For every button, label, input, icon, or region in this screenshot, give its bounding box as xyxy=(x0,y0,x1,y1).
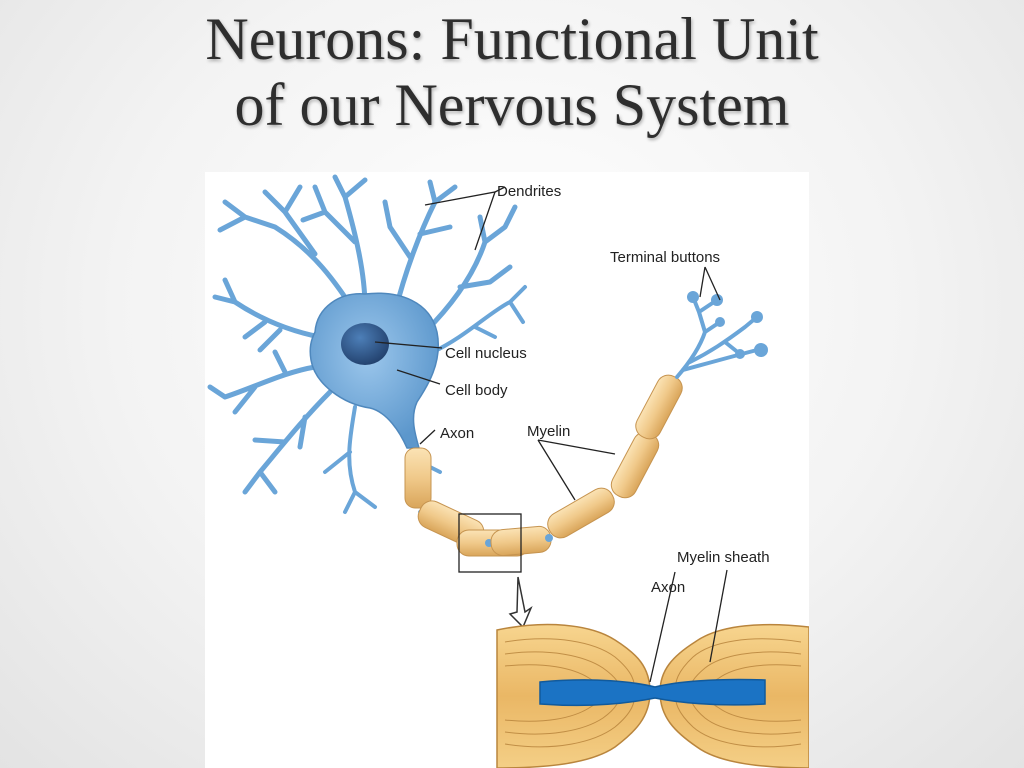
terminal-button-ends xyxy=(687,291,768,359)
terminal-buttons-shape xyxy=(675,295,759,379)
myelin-sheath-detail xyxy=(496,623,809,768)
label-cell-body: Cell body xyxy=(445,382,508,399)
label-axon-detail: Axon xyxy=(651,579,685,596)
zoom-arrow-icon xyxy=(508,576,533,629)
label-terminal-buttons: Terminal buttons xyxy=(610,249,720,266)
label-cell-nucleus: Cell nucleus xyxy=(445,345,527,362)
zoom-box xyxy=(458,513,522,573)
neuron-diagram: Dendrites Terminal buttons Cell nucleus … xyxy=(205,172,809,768)
neuron-diagram-svg: Dendrites Terminal buttons Cell nucleus … xyxy=(207,174,809,768)
slide-title-line-1: Neurons: Functional Unit xyxy=(205,6,819,72)
label-myelin-sheath: Myelin sheath xyxy=(677,549,770,566)
axon-core-shape xyxy=(539,678,766,707)
label-dendrites: Dendrites xyxy=(497,183,561,200)
slide-title: Neurons: Functional Unit of our Nervous … xyxy=(0,6,1024,138)
cell-nucleus-shape xyxy=(341,323,389,365)
cell-body-shape xyxy=(309,292,439,449)
label-myelin: Myelin xyxy=(527,423,570,440)
label-axon: Axon xyxy=(440,425,474,442)
slide-title-line-2: of our Nervous System xyxy=(234,72,790,138)
dendrites-shape xyxy=(207,174,527,514)
leader-lines xyxy=(374,186,728,683)
